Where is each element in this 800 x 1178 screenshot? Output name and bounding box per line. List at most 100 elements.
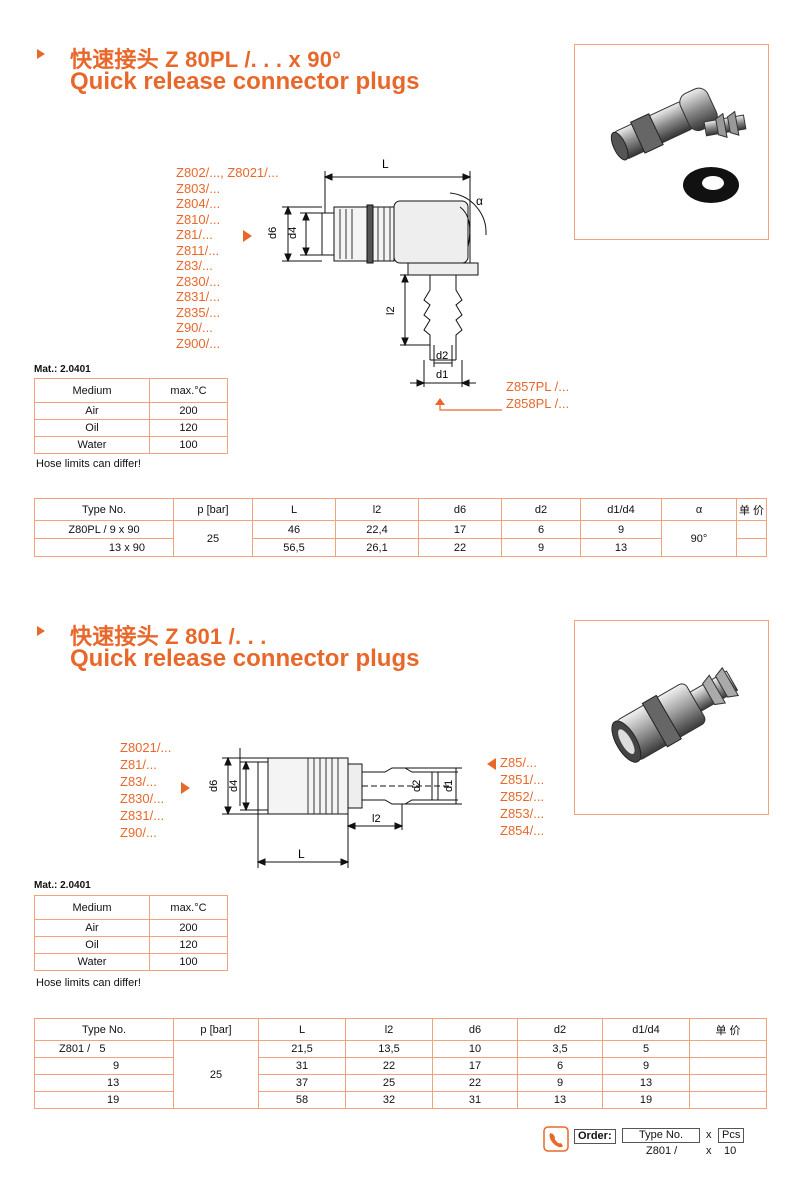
section2-right-arrow-icon (487, 758, 496, 770)
order-example-qty: 10 (724, 1145, 737, 1157)
cell-d1d4: 19 (602, 1091, 690, 1109)
cell-L: 31 (258, 1057, 346, 1075)
compatible-item: Z852/... (500, 789, 545, 804)
section2-title-en: Quick release connector plugs (70, 645, 420, 672)
col-type: Type No. (34, 1018, 174, 1041)
section2-compatible-right-list: Z85/... Z851/... Z852/... Z853/... Z854/… (500, 754, 544, 839)
dim-label-d1: d1 (436, 369, 448, 381)
dim-label-d2: d2 (436, 350, 448, 362)
section1-right-arrow-icon (435, 398, 502, 411)
section2-compatible-left-list: Z8021/... Z81/... Z83/... Z830/... Z831/… (120, 739, 171, 841)
cell-l2: 13,5 (345, 1040, 433, 1058)
col-d2: d2 (501, 498, 581, 521)
cell-d6: 22 (432, 1074, 518, 1092)
cell-d2: 3,5 (517, 1040, 603, 1058)
cell-price (689, 1091, 767, 1109)
temp-cell: 100 (149, 436, 228, 454)
cell-l2: 25 (345, 1074, 433, 1092)
cell-L: 46 (252, 520, 336, 539)
maxc-header: max.°C (149, 378, 228, 403)
compatible-item: Z900/... (176, 335, 221, 351)
cell-price (689, 1040, 767, 1058)
section2-bullet-icon (37, 626, 45, 636)
cell-d1d4: 5 (602, 1040, 690, 1058)
cell-price (689, 1074, 767, 1092)
cell-type: 9 (34, 1057, 174, 1075)
cell-d2: 9 (517, 1074, 603, 1092)
cell-d6: 17 (418, 520, 502, 539)
table-row: 13 x 90 56,5 26,1 22 9 13 (34, 538, 767, 557)
cell-d2: 9 (501, 538, 581, 557)
dim-label-L: L (298, 847, 305, 861)
compatible-item: Z854/... (500, 823, 545, 838)
compatible-item: Z831/... (176, 289, 221, 304)
maxc-header: max.°C (149, 895, 228, 920)
compatible-item: Z851/... (500, 772, 545, 787)
compatible-item: Z81/... (176, 227, 213, 242)
cell-d1d4: 13 (602, 1074, 690, 1092)
table-row: 13 37 25 22 9 13 (34, 1074, 767, 1092)
cell-L: 58 (258, 1091, 346, 1109)
temp-cell: 100 (149, 953, 228, 971)
section1-material: Mat.: 2.0401 (34, 364, 91, 375)
cell-d6: 10 (432, 1040, 518, 1058)
section2-left-arrow-icon (181, 782, 190, 794)
medium-cell: Air (34, 402, 150, 420)
compatible-item: Z830/... (176, 273, 221, 289)
section1-compatible-left-list: Z802/..., Z8021/... Z803/... Z804/... Z8… (176, 165, 279, 351)
section1-title-cn: 快速接头 Z 80PL /. . . x 90° (70, 47, 342, 72)
angled-connector-image (610, 87, 747, 203)
dim-label-d6: d6 (208, 780, 220, 792)
cell-price (736, 538, 767, 557)
compatible-item: Z8021/... (120, 740, 172, 755)
medium-cell: Oil (34, 419, 150, 437)
dim-label-alpha: α (476, 194, 483, 208)
medium-header: Medium (34, 895, 150, 920)
table-row: Z801 / 5 25 21,5 13,5 10 3,5 5 (34, 1040, 767, 1109)
dim-label-d6: d6 (267, 227, 279, 239)
col-L: L (252, 498, 336, 521)
section1-technical-drawing: L d6 d4 l2 d2 d1 α (267, 157, 487, 387)
table-row: 19 58 32 31 13 19 (34, 1091, 767, 1109)
section1-bullet-icon (37, 49, 45, 59)
cell-l2: 26,1 (335, 538, 419, 557)
table-row: 9 31 22 17 6 9 (34, 1057, 767, 1075)
cell-d6: 22 (418, 538, 502, 557)
medium-header: Medium (34, 378, 150, 403)
cell-alpha: 90° (661, 520, 737, 557)
col-pbar: p [bar] (173, 498, 253, 521)
compatible-item: Z811/... (176, 242, 220, 258)
col-price: 单 价 (689, 1018, 767, 1041)
compatible-item: Z858PL /... (506, 396, 570, 411)
compatible-item: Z803/... (176, 180, 221, 196)
compatible-item: Z835/... (176, 304, 221, 320)
medium-cell: Oil (34, 936, 150, 954)
compatible-item: Z90/... (120, 825, 157, 840)
section2-material: Mat.: 2.0401 (34, 880, 91, 891)
cell-pressure: 25 (173, 1040, 259, 1109)
cell-price (689, 1057, 767, 1075)
cell-L: 21,5 (258, 1040, 346, 1058)
cell-price (736, 520, 767, 539)
cell-pressure: 25 (173, 520, 253, 557)
table-row: Z80PL / 9 x 90 25 46 22,4 17 6 9 90° (34, 520, 767, 557)
temp-cell: 120 (149, 419, 228, 437)
section1-left-arrow-icon (243, 230, 252, 242)
col-d6: d6 (432, 1018, 518, 1041)
col-alpha: α (661, 498, 737, 521)
col-l2: l2 (335, 498, 419, 521)
cell-type: Z801 / 5 (34, 1040, 174, 1058)
cell-l2: 32 (345, 1091, 433, 1109)
order-label: Order: (574, 1129, 616, 1144)
compatible-item: Z804/... (176, 196, 221, 211)
col-d2: d2 (517, 1018, 603, 1041)
compatible-item: Z853/... (500, 806, 545, 821)
cell-type: Z80PL / 9 x 90 (34, 520, 174, 539)
compatible-item: Z83/... (176, 258, 213, 273)
cell-d6: 17 (432, 1057, 518, 1075)
section2-hose-note: Hose limits can differ! (36, 977, 141, 989)
section2-product-photo (574, 620, 769, 815)
order-pcs-label: Pcs (718, 1128, 745, 1143)
compatible-item: Z830/... (120, 791, 165, 806)
